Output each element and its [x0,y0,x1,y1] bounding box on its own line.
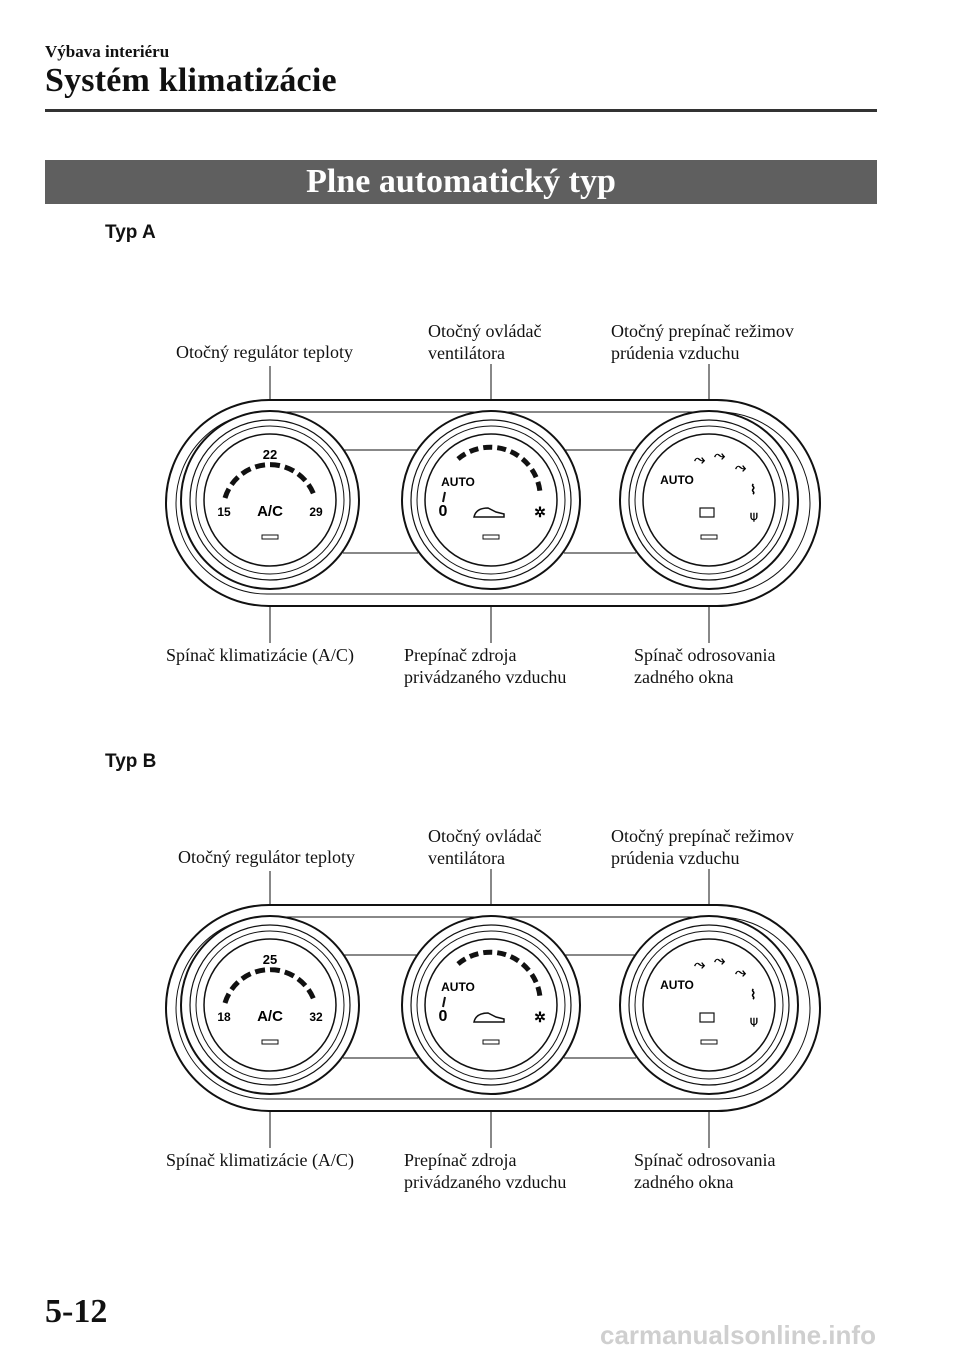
rear-defog-icon [699,507,715,518]
temp-dial-callout-b: Otočný regulátor teploty [178,847,355,867]
fan-dial-a[interactable]: AUTO 0 ✲ [401,410,581,590]
face-vent-icon: ⤳ [694,451,706,467]
auto-label: AUTO [660,473,694,487]
intake-switch-indicator[interactable] [482,1039,500,1045]
fan-off-label: 0 [439,503,448,520]
mode-dial-b[interactable]: AUTO ⤳ ⤳ ⤳ ⌇ ⍦ [619,915,799,1095]
foot-defrost-icon: ⌇ [750,987,756,1002]
auto-label: AUTO [441,475,475,489]
callout-line: prúdenia vzduchu [611,848,740,868]
callout-line: Prepínač zdroja [404,1150,517,1170]
temp-mid-label: 22 [263,447,277,462]
rear-defog-switch-indicator[interactable] [700,534,718,540]
temp-low-label: 15 [217,505,231,519]
fan-tick [442,996,446,1008]
type-b-label: Typ B [105,751,157,772]
temp-mid-label: 25 [263,952,277,967]
fan-off-label: 0 [439,1008,448,1025]
temp-dial-callout-a: Otočný regulátor teploty [176,342,353,362]
breadcrumb: Výbava interiéru [45,42,170,61]
foot-vent-icon: ⤳ [735,459,747,475]
auto-label: AUTO [441,980,475,994]
bilevel-vent-icon: ⤳ [714,447,726,463]
fan-icon: ✲ [534,1009,546,1025]
callout-line: zadného okna [634,667,734,687]
callout-line: Otočný prepínač režimov [611,321,794,341]
panel-a: 22 15 29 A/C AUTO 0 ✲ [165,364,821,643]
fan-icon: ✲ [534,504,546,520]
watermark: carmanualsonline.info [600,1320,876,1350]
ac-switch-callout-a: Spínač klimatizácie (A/C) [166,645,354,665]
callout-line: Spínač odrosovania [634,1150,776,1170]
callout-line: Otočný prepínač režimov [611,826,794,846]
callout-line: zadného okna [634,1172,734,1192]
fan-tick [442,491,446,503]
callout-line: ventilátora [428,343,505,363]
windshield-defrost-icon: ⍦ [750,508,758,523]
callout-line: privádzaného vzduchu [404,1172,567,1192]
callout-line: prúdenia vzduchu [611,343,740,363]
windshield-defrost-icon: ⍦ [750,1013,758,1028]
ac-label: A/C [257,1008,283,1025]
car-recirc-icon [473,507,505,518]
foot-vent-icon: ⤳ [735,964,747,980]
temp-dial-a[interactable]: 22 15 29 A/C [180,410,360,590]
callout-line: ventilátora [428,848,505,868]
foot-defrost-icon: ⌇ [750,482,756,497]
temp-high-label: 29 [309,505,323,519]
title-divider [45,109,877,112]
callout-line: Spínač odrosovania [634,645,776,665]
temp-dial-b[interactable]: 25 18 32 A/C [180,915,360,1095]
temp-low-label: 18 [217,1010,231,1024]
callout-line: Otočný ovládač [428,321,542,341]
rear-defog-switch-indicator[interactable] [700,1039,718,1045]
panel-b: 25 18 32 A/C AUTO 0 ✲ AUTO [165,869,821,1148]
callout-line: Prepínač zdroja [404,645,517,665]
bilevel-vent-icon: ⤳ [714,952,726,968]
intake-switch-indicator[interactable] [482,534,500,540]
face-vent-icon: ⤳ [694,956,706,972]
page-number: 5-12 [45,1293,108,1330]
auto-label: AUTO [660,978,694,992]
ac-label: A/C [257,503,283,520]
car-recirc-icon [473,1012,505,1023]
section-banner: Plne automatický typ [45,160,877,204]
temp-high-label: 32 [309,1010,323,1024]
mode-dial-a[interactable]: AUTO ⤳ ⤳ ⤳ ⌇ ⍦ [619,410,799,590]
ac-switch-indicator[interactable] [261,534,279,540]
callout-line: Otočný ovládač [428,826,542,846]
chapter-title: Systém klimatizácie [45,62,337,99]
ac-switch-indicator[interactable] [261,1039,279,1045]
type-a-label: Typ A [105,222,156,243]
ac-switch-callout-b: Spínač klimatizácie (A/C) [166,1150,354,1170]
callout-line: privádzaného vzduchu [404,667,567,687]
rear-defog-icon [699,1012,715,1023]
fan-dial-b[interactable]: AUTO 0 ✲ [401,915,581,1095]
